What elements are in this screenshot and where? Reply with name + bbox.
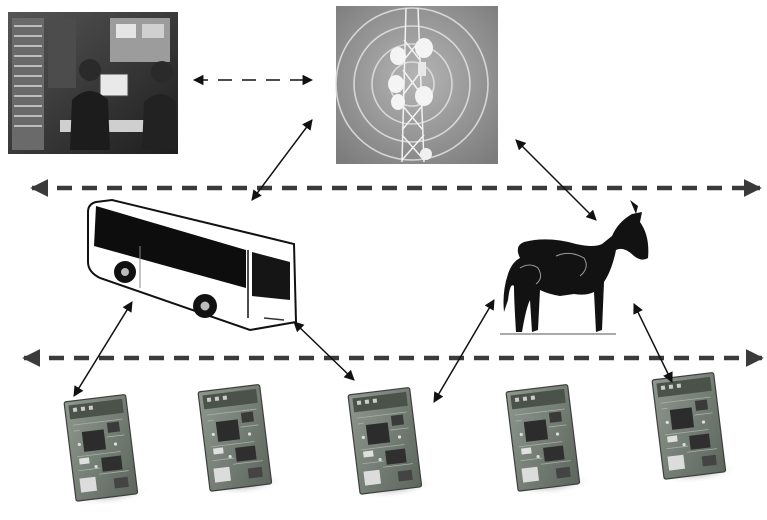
bus-image [87, 198, 298, 332]
link-donkey-board-5 [633, 303, 673, 383]
cell-tower-image [335, 6, 498, 164]
link-tower-donkey [515, 139, 597, 221]
control-room-image [8, 12, 178, 154]
sensor-board-1-image [59, 392, 154, 511]
sensor-board-2-image [193, 382, 288, 501]
sensor-board-5-image [647, 370, 742, 489]
sensor-board-3-image [343, 385, 438, 504]
sensor-board-4-image [501, 382, 596, 501]
link-bus-board-1 [73, 301, 133, 397]
donkey-image [500, 200, 649, 335]
link-bus-board-3 [293, 321, 355, 381]
link-donkey-board-3 [433, 299, 495, 403]
link-tower-bus [251, 119, 313, 201]
